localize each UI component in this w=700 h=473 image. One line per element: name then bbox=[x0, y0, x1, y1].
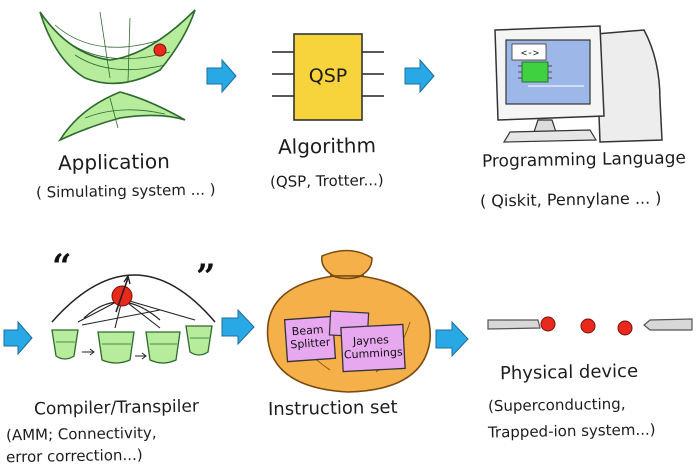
svg-text:Beam Splitter: Beam Splitter bbox=[289, 323, 331, 352]
flow-arrow-icon bbox=[435, 320, 469, 358]
sack-icon bbox=[266, 249, 431, 393]
instruction-card bbox=[340, 323, 406, 373]
screen-label: <-> bbox=[521, 48, 539, 59]
stage-subtitle-algorithm: (QSP, Trotter...) bbox=[269, 171, 384, 191]
flow-arrow-icon bbox=[404, 58, 435, 94]
ion-trap-icon bbox=[487, 316, 693, 336]
card-beam-line1: Beam bbox=[291, 323, 324, 338]
stage-title-algorithm: Algorithm bbox=[277, 133, 377, 159]
stage-title-instruction-set: Instruction set bbox=[267, 396, 398, 421]
stage-subtitle-programming-language: ( Qiskit, Pennylane ... ) bbox=[479, 188, 662, 211]
stage-title-compiler: Compiler/Transpiler bbox=[33, 396, 200, 420]
stage-subtitle-physical-line2: Trapped-ion system...) bbox=[487, 420, 656, 442]
stage-title-programming-language: Programming Language bbox=[481, 148, 687, 172]
chip-icon bbox=[521, 61, 549, 83]
svg-text:Jaynes Cummings: Jaynes Cummings bbox=[343, 332, 403, 361]
stage-title-application: Application bbox=[57, 149, 170, 175]
card-jaynes-line1: Jaynes bbox=[352, 333, 390, 348]
stage-title-physical-device: Physical device bbox=[499, 360, 639, 385]
potential-surface-icon bbox=[39, 9, 196, 142]
open-quote-mark: “ bbox=[52, 247, 72, 287]
qsp-chip-icon bbox=[272, 33, 384, 121]
flow-arrow-icon bbox=[221, 308, 255, 346]
stage-subtitle-application: ( Simulating system ... ) bbox=[35, 180, 216, 202]
flow-arrow-icon bbox=[3, 320, 33, 356]
card-beam-line2: Splitter bbox=[290, 336, 331, 352]
qsp-label: QSP bbox=[309, 65, 347, 87]
particle-icon bbox=[153, 43, 167, 57]
stage-subtitle-compiler-line2: error correction...) bbox=[5, 445, 143, 467]
stage-subtitle-compiler-line1: (AMM; Connectivity, bbox=[5, 423, 157, 445]
qubit-spin-icon bbox=[111, 274, 133, 313]
card-jaynes-line2: Cummings bbox=[344, 345, 404, 361]
stage-subtitle-physical-line1: (Superconducting, bbox=[487, 394, 626, 416]
instruction-card bbox=[283, 315, 337, 363]
computer-icon bbox=[494, 25, 663, 143]
qubit-connectivity-icon bbox=[51, 274, 216, 364]
close-quote-mark: ” bbox=[196, 257, 216, 297]
flow-arrow-icon bbox=[206, 58, 237, 94]
